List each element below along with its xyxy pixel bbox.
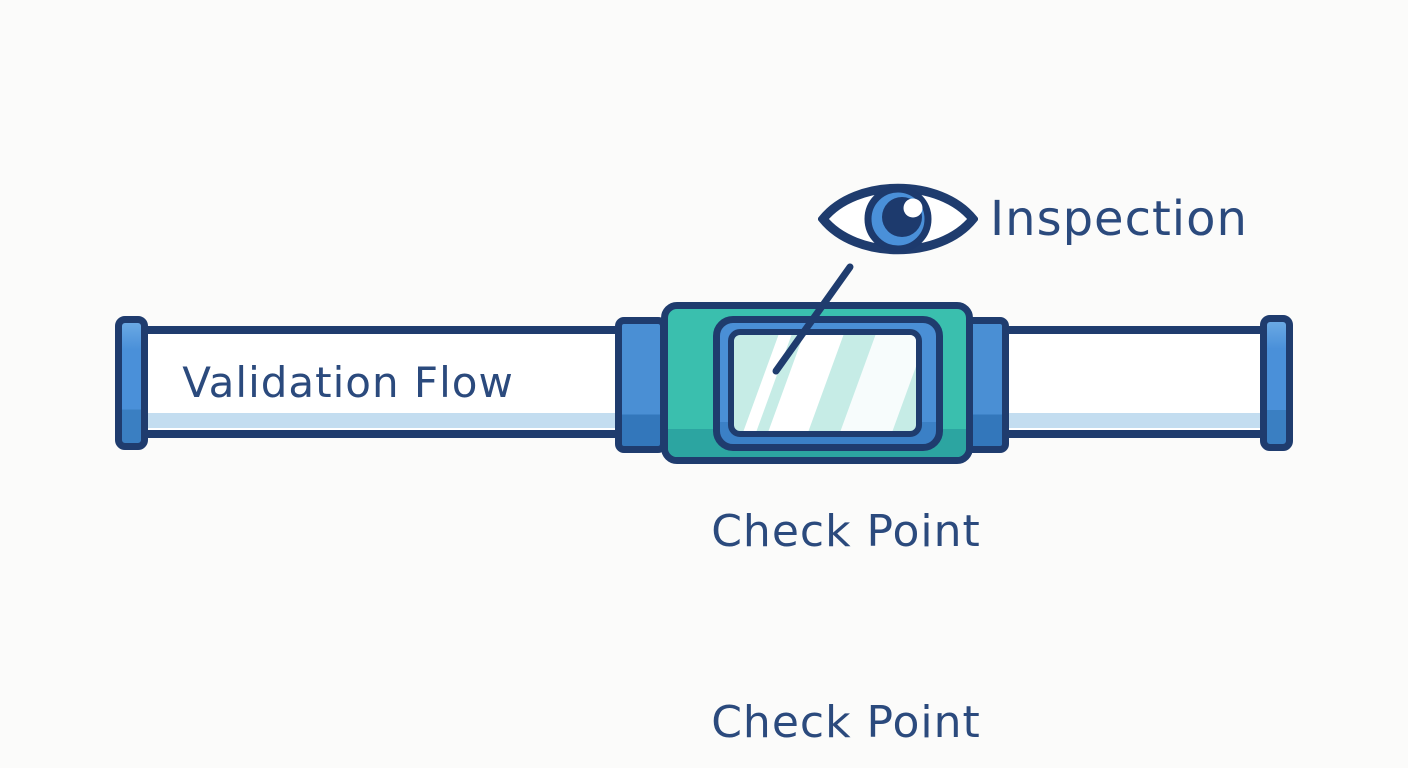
pipe-endcap-left [115,316,148,450]
pointer-line [772,263,854,375]
pipe-label: Validation Flow [182,357,514,407]
eye-icon [818,183,978,255]
checkpoint-label: Check Point [711,506,981,557]
inspection-label: Inspection [990,191,1248,247]
pipe-flange-left [615,317,667,453]
inspection-window-glass [728,329,922,437]
pipe-endcap-right [1260,315,1293,451]
bottom-caption: Check Point [711,697,981,748]
pointer-line-stroke [772,263,854,375]
eye-highlight [903,198,923,218]
